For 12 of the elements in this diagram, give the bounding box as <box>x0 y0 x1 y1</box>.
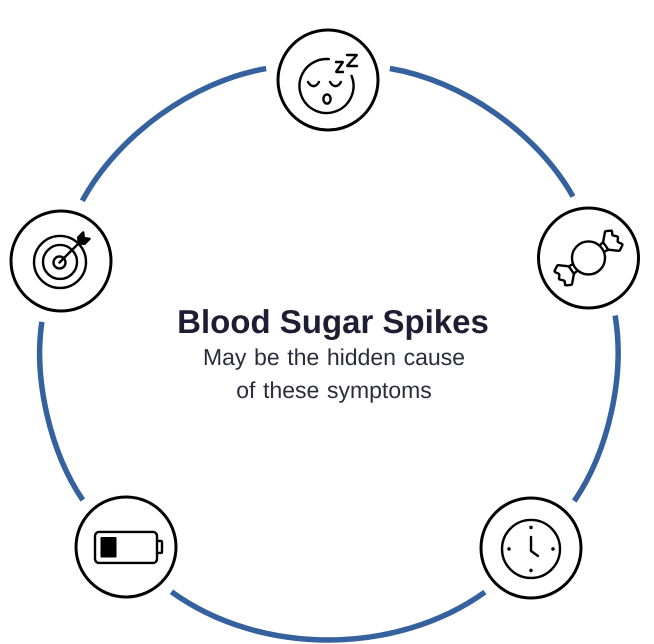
icon-circle <box>10 209 112 312</box>
ring-arc <box>572 315 621 503</box>
title: Blood Sugar Spikes <box>179 309 488 340</box>
icon-circle <box>537 206 640 310</box>
ring-arc <box>170 589 486 643</box>
icon-circle <box>74 495 178 598</box>
icon-circle <box>276 28 380 132</box>
ring-arc <box>389 66 576 198</box>
ring-arc <box>80 66 267 202</box>
ring-arc <box>36 322 86 502</box>
subtitle: May be the hidden cause of these symptoms <box>204 348 464 403</box>
icon-circle <box>480 496 582 600</box>
